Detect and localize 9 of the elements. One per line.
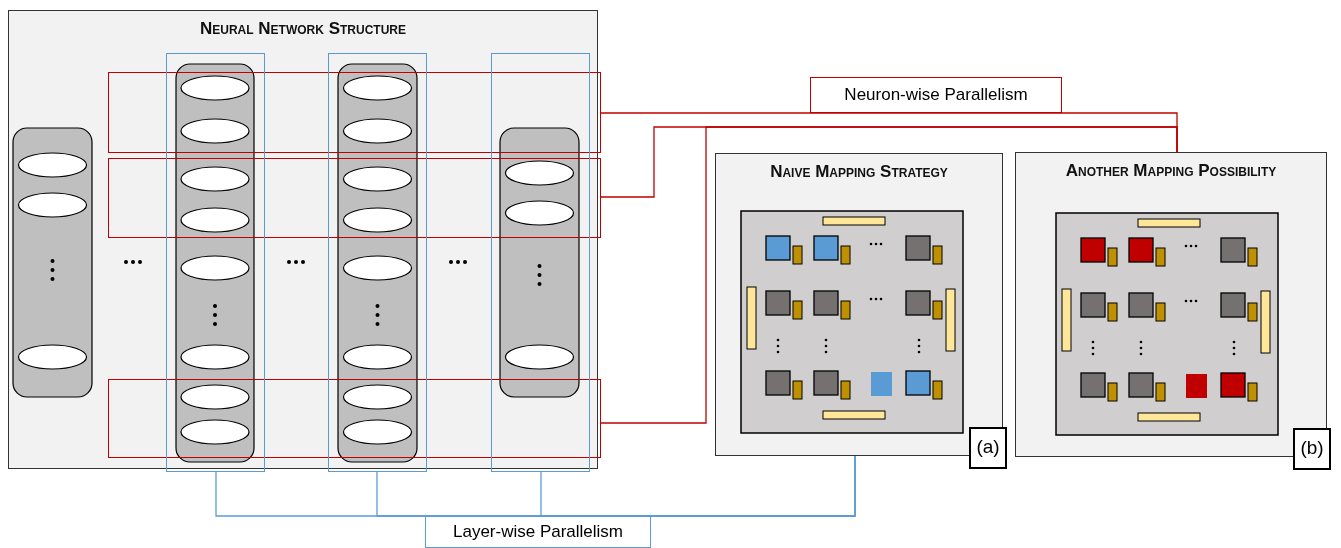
panel-title: Another Mapping Possibility xyxy=(1064,161,1278,181)
panel-title: Naive Mapping Strategy xyxy=(769,162,949,182)
edge-label: Neuron-wise Parallelism xyxy=(810,77,1062,113)
connector-line xyxy=(540,455,856,517)
edge-label: Layer-wise Parallelism xyxy=(425,516,651,548)
panel-tag: (b) xyxy=(1293,428,1331,470)
panel-tag: (a) xyxy=(969,427,1007,469)
panel-title: Neural Network Structure xyxy=(199,19,407,39)
connector-line xyxy=(600,126,1178,424)
